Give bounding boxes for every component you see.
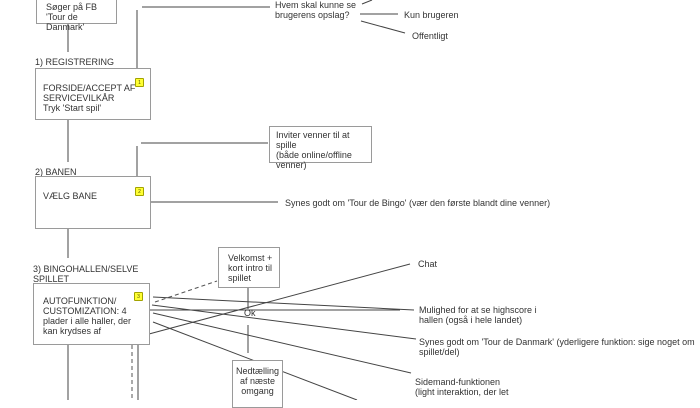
step2-box-text: VÆLG BANE — [43, 191, 98, 201]
welcome-line1: Velkomst + — [228, 253, 273, 263]
step3-line4: kan krydses af — [43, 326, 102, 336]
feature-highscore-line1: Mulighed for at se highscore i — [419, 305, 537, 315]
feature-sidemand-line1: Sidemand-funktionen — [415, 377, 501, 387]
feature-chat: Chat — [418, 259, 438, 269]
feature-like-line2: spillet/del) — [419, 347, 460, 357]
feature-sidemand: Sidemand-funktionen (light interaktion, … — [415, 377, 509, 397]
welcome-line3: spillet — [228, 273, 252, 283]
connector-dashed-to-welcome — [154, 280, 218, 303]
privacy-option-public: Offentligt — [412, 31, 448, 41]
step2-like-text: Synes godt om 'Tour de Bingo' (vær den f… — [285, 198, 551, 208]
step3-heading-line2: SPILLET — [33, 274, 70, 284]
feature-highscore-line2: hallen (også i hele landet) — [419, 315, 523, 325]
connector-step3-to-sidemand — [152, 312, 412, 374]
step1-line1: FORSIDE/ACCEPT AF — [43, 83, 136, 93]
step1-box: FORSIDE/ACCEPT AF SERVICEVILKÅR Tryk 'St… — [35, 68, 151, 120]
step2-heading: 2) BANEN — [35, 167, 77, 177]
privacy-question-line2: brugerens opslag? — [275, 10, 350, 20]
start-text-line1: Søger på FB — [46, 2, 98, 12]
invite-line1: Inviter venner til at spille — [276, 130, 350, 150]
step2-box: VÆLG BANE 2 — [35, 176, 151, 229]
countdown-box: Nedtælling af næste omgang — [232, 360, 283, 408]
invite-line2: (både online/offline — [276, 150, 352, 160]
connector-step3-to-highscore — [152, 296, 415, 311]
step3-note-badge[interactable]: 3 — [134, 292, 143, 301]
countdown-line3: omgang — [241, 386, 274, 396]
start-box: Søger på FB 'Tour de Danmark' — [36, 0, 117, 32]
welcome-line2: kort intro til — [228, 263, 273, 273]
welcome-box: Velkomst + kort intro til spillet — [218, 247, 280, 288]
step3-line3: plader i alle haller, der — [43, 316, 132, 326]
invite-box: Inviter venner til at spille (både onlin… — [269, 126, 372, 170]
feature-like-line1: Synes godt om 'Tour de Danmark' (yderlig… — [419, 337, 695, 347]
feature-like: Synes godt om 'Tour de Danmark' (yderlig… — [419, 337, 695, 357]
step1-line2: SERVICEVILKÅR — [43, 93, 115, 103]
countdown-line2: af næste — [239, 376, 276, 386]
step3-heading-line1: 3) BINGOHALLEN/SELVE — [33, 264, 139, 274]
step1-note-badge[interactable]: 1 — [135, 78, 144, 87]
connector-privacy-top — [361, 0, 373, 5]
feature-sidemand-line2: (light interaktion, der let — [415, 387, 509, 397]
step3-line1: AUTOFUNKTION/ — [43, 296, 117, 306]
step2-note-badge[interactable]: 2 — [135, 187, 144, 196]
step3-heading: 3) BINGOHALLEN/SELVE SPILLET — [33, 264, 138, 284]
privacy-option-user: Kun brugeren — [404, 10, 459, 20]
start-text-line2: 'Tour de Danmark' — [46, 12, 85, 32]
countdown-line1: Nedtælling — [235, 366, 280, 376]
step3-box: AUTOFUNKTION/ CUSTOMIZATION: 4 plader i … — [33, 283, 150, 345]
connector-privacy-public — [360, 20, 406, 34]
privacy-question: Hvem skal kunne se brugerens opslag? — [275, 0, 356, 20]
privacy-question-line1: Hvem skal kunne se — [275, 0, 357, 10]
invite-line3: venner) — [276, 160, 307, 170]
feature-highscore: Mulighed for at se highscore i hallen (o… — [419, 305, 537, 325]
step1-line3: Tryk 'Start spil' — [43, 103, 102, 113]
ok-label: Ok — [244, 308, 256, 318]
step3-line2: CUSTOMIZATION: 4 — [43, 306, 127, 316]
step1-heading: 1) REGISTRERING — [35, 57, 115, 67]
connector-step3-to-like — [151, 304, 417, 340]
